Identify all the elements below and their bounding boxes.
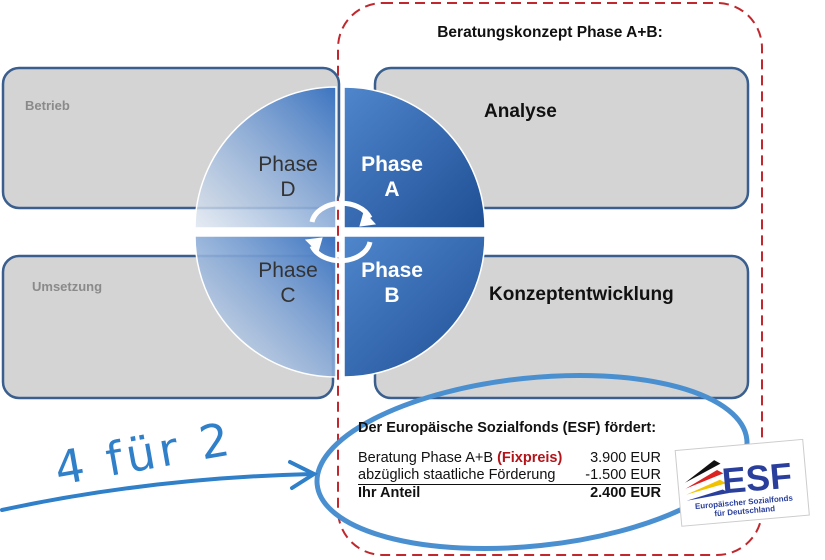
row-foerderung: abzüglich staatliche Förderung -1.500 EU… [358,467,661,485]
esf-logo: ESF Europäischer Sozialfonds für Deutsch… [674,438,810,527]
quadrant-c[interactable] [194,235,337,378]
cycle-arrows-icon [304,200,377,264]
esf-funding-panel: Der Europäische Sozialfonds (ESF) förder… [358,420,661,502]
row-label: Ihr Anteil [358,485,421,501]
handwritten-4-fuer-2: 4 für 2 [51,411,238,495]
quadrant-a[interactable] [343,86,486,229]
row-value: 3.900 EUR [590,450,661,466]
row-value: -1.500 EUR [585,467,661,483]
quadrant-b[interactable] [343,235,486,378]
label-konzeptentwicklung: Konzeptentwicklung [489,284,674,305]
label-analyse: Analyse [484,101,557,122]
row-anteil: Ihr Anteil 2.400 EUR [358,485,661,502]
arrow-icon [0,460,319,512]
svg-text:ESF: ESF [720,455,793,502]
quadrant-d[interactable] [194,86,337,229]
esf-title: Der Europäische Sozialfonds (ESF) förder… [358,420,657,436]
fixpreis-highlight: (Fixpreis) [497,450,563,466]
label-betrieb: Betrieb [25,98,70,113]
dashed-frame [337,2,763,556]
row-label: abzüglich staatliche Förderung [358,467,556,483]
label-umsetzung: Umsetzung [32,279,102,294]
heading: Beratungskonzept Phase A+B: [437,24,663,41]
highlight-ellipse [314,372,750,552]
row-label: Beratung Phase A+B [358,450,494,466]
row-value: 2.400 EUR [590,485,661,501]
row-beratung: Beratung Phase A+B (Fixpreis) 3.900 EUR [358,450,661,467]
